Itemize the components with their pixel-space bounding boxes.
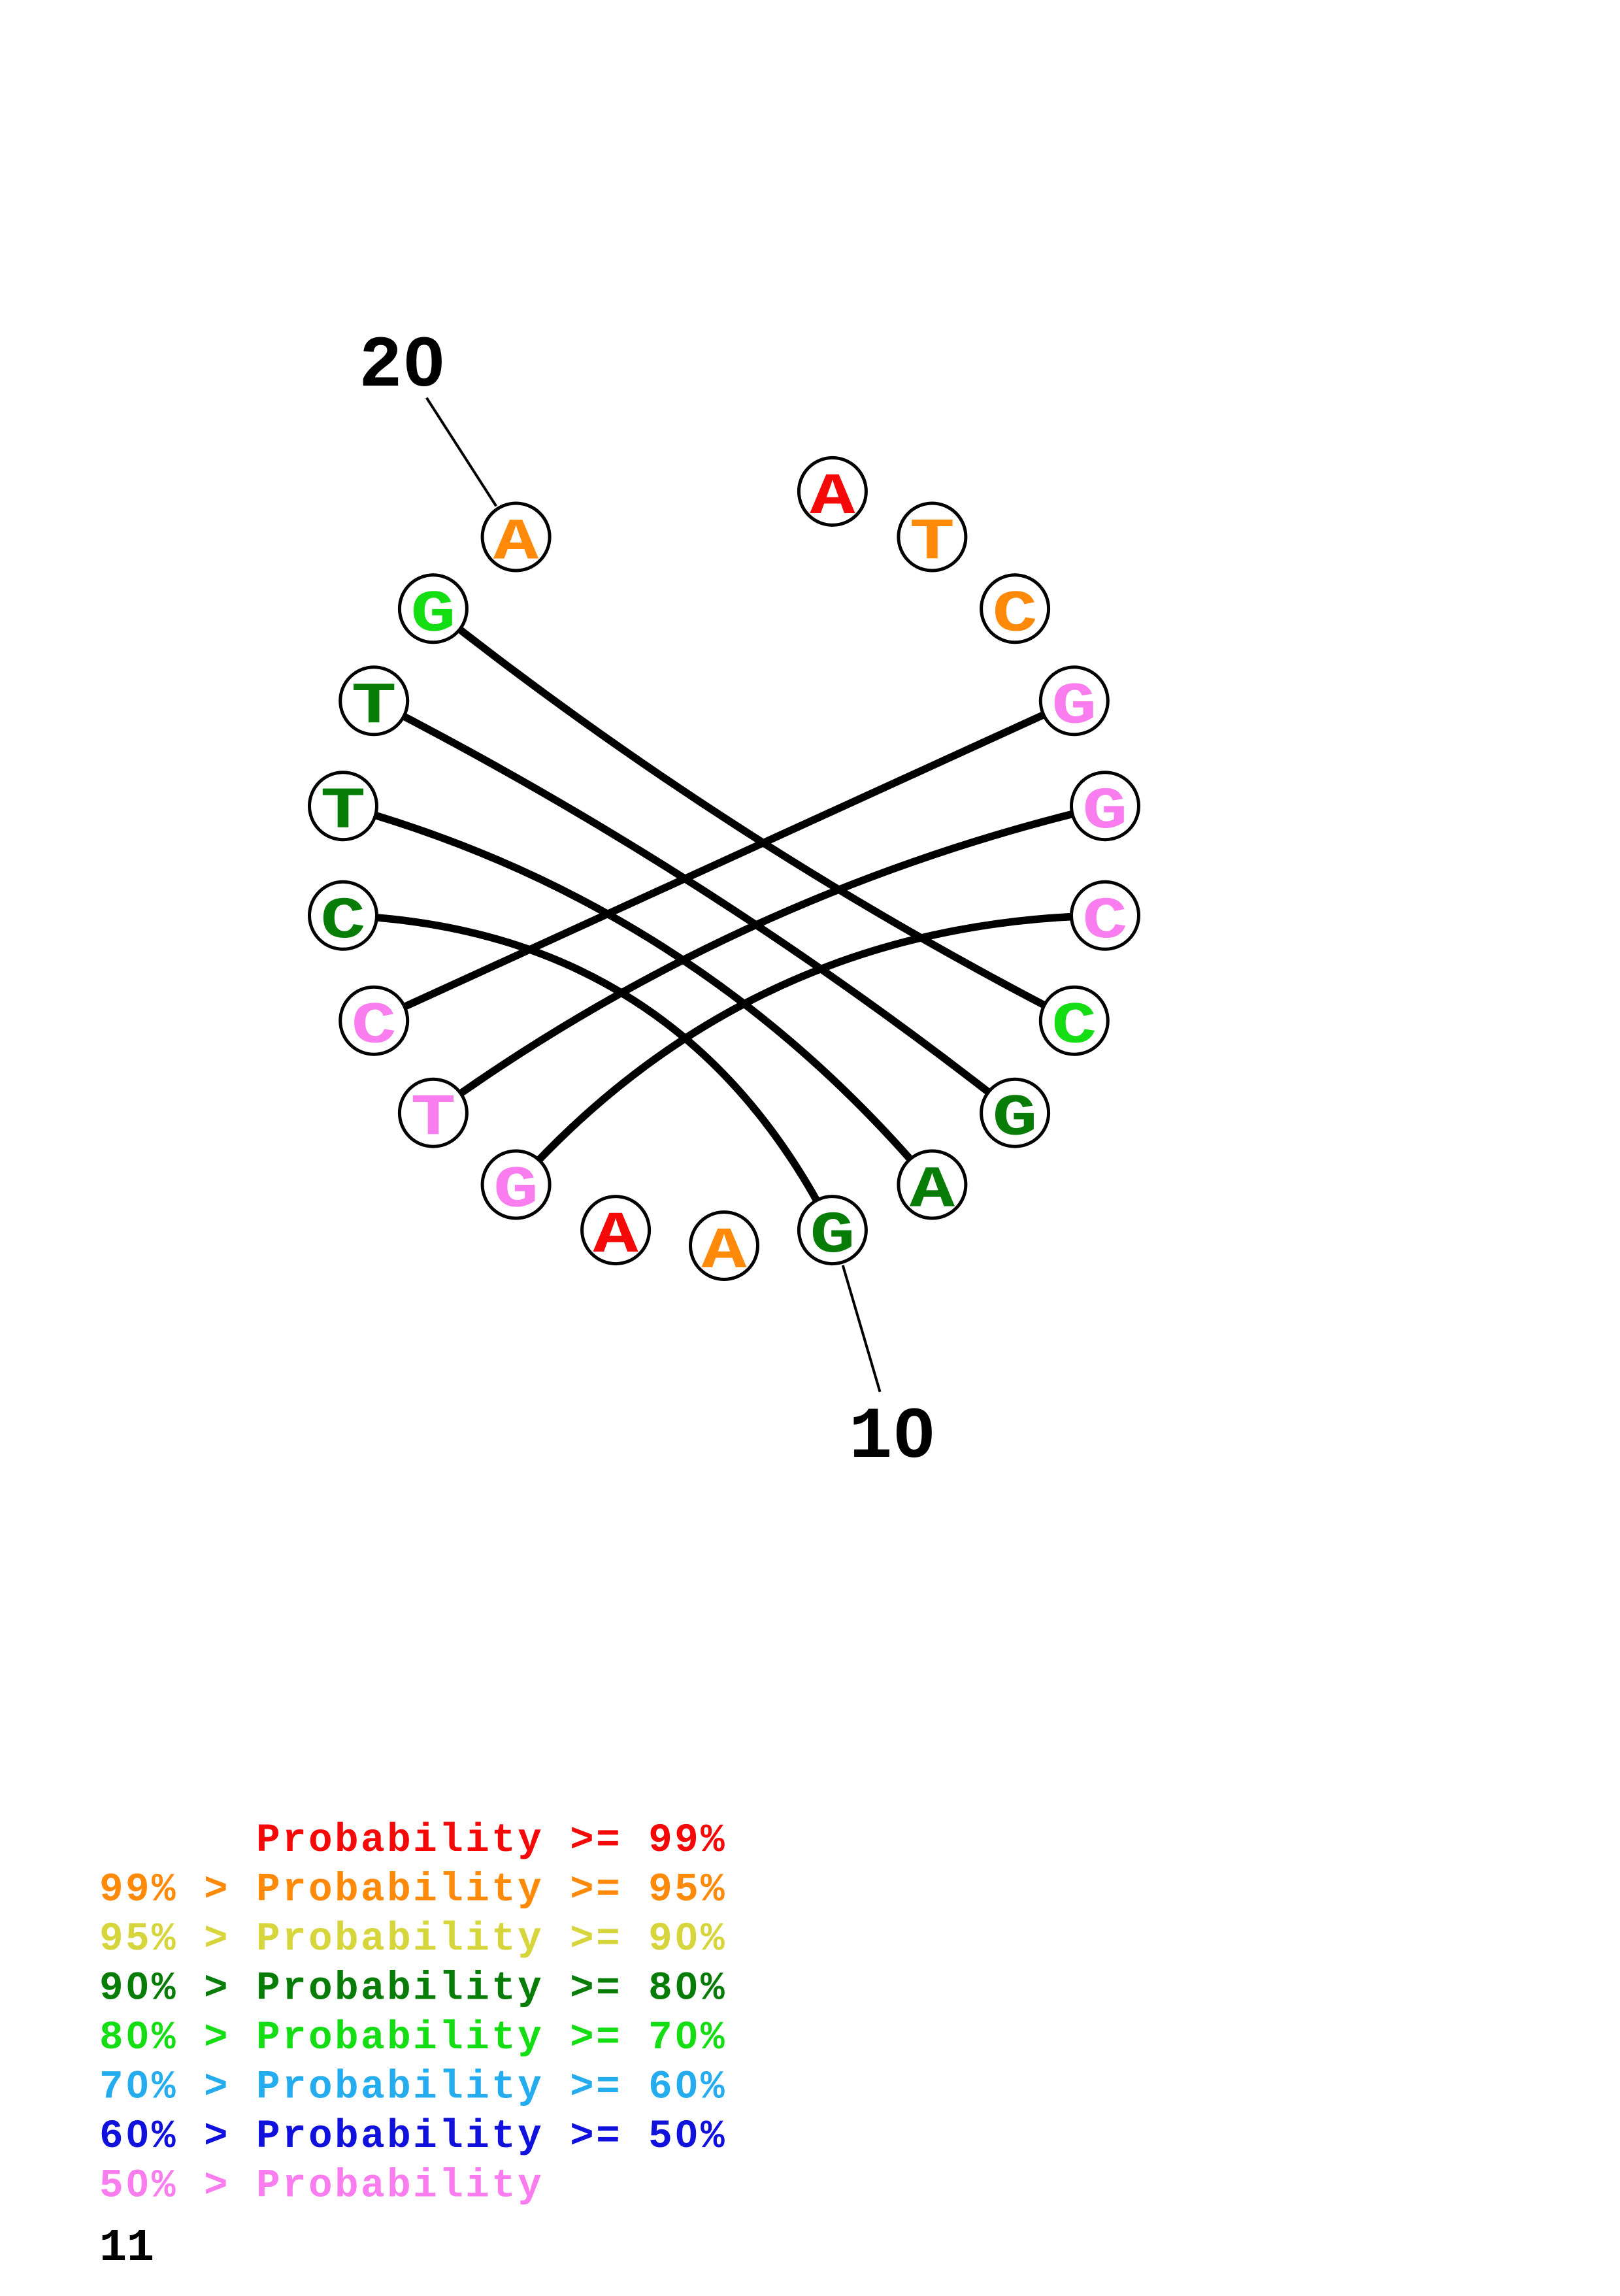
svg-text:90% > Probability >= 80%: 90% > Probability >= 80% <box>99 1967 727 2012</box>
svg-text:11: 11 <box>99 2223 154 2274</box>
svg-text:G: G <box>493 1157 538 1224</box>
svg-text:95% > Probability >= 90%: 95% > Probability >= 90% <box>99 1917 727 1962</box>
svg-text:A: A <box>593 1203 639 1270</box>
svg-text:A: A <box>910 1157 955 1224</box>
svg-text:G: G <box>410 582 455 648</box>
svg-text:C: C <box>993 582 1038 648</box>
svg-text:C: C <box>320 889 365 956</box>
svg-text:10: 10 <box>849 1397 936 1479</box>
svg-text:A: A <box>493 510 539 576</box>
svg-text:A: A <box>701 1219 747 1286</box>
svg-text:T: T <box>910 510 955 576</box>
svg-text:99% > Probability >= 95%: 99% > Probability >= 95% <box>99 1868 727 1913</box>
svg-text:80% > Probability >= 70%: 80% > Probability >= 70% <box>99 2016 727 2061</box>
svg-text:G: G <box>810 1203 855 1270</box>
svg-text:50% > Probability: 50% > Probability <box>99 2164 544 2209</box>
svg-text:20: 20 <box>359 326 446 408</box>
svg-text:C: C <box>352 994 397 1061</box>
svg-text:T: T <box>352 674 397 740</box>
svg-text:T: T <box>320 779 365 846</box>
svg-text:60% > Probability >= 50%: 60% > Probability >= 50% <box>99 2114 727 2159</box>
svg-text:70% > Probability >= 60%: 70% > Probability >= 60% <box>99 2065 727 2110</box>
svg-text:T: T <box>410 1086 455 1153</box>
svg-text:Probability >= 99%: Probability >= 99% <box>99 1818 727 1863</box>
svg-text:C: C <box>1051 994 1097 1061</box>
svg-text:C: C <box>1082 889 1127 956</box>
svg-text:A: A <box>810 465 855 531</box>
svg-text:G: G <box>1082 779 1127 846</box>
svg-text:G: G <box>1051 674 1097 740</box>
svg-text:G: G <box>993 1086 1038 1153</box>
